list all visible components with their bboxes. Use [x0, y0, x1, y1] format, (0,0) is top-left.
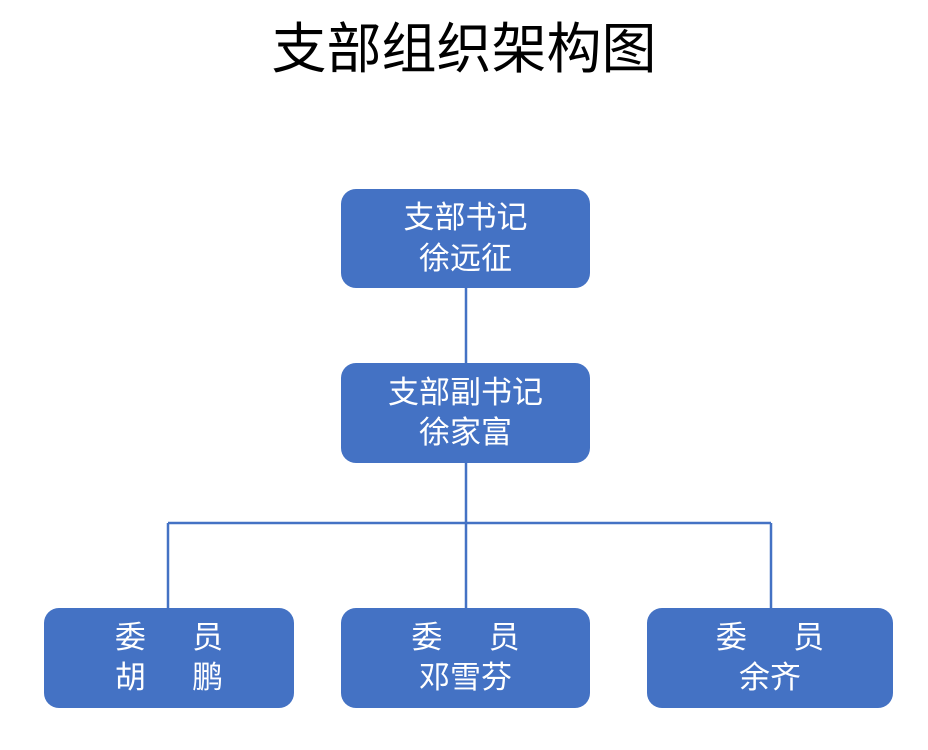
node-member-1-role: 委 员 — [114, 619, 243, 655]
node-member-1-name: 胡 鹏 — [114, 660, 243, 695]
node-deputy-secretary[interactable]: 支部副书记 徐家富 — [341, 363, 590, 463]
node-deputy-secretary-role: 支部副书记 — [388, 374, 543, 410]
node-secretary-role: 支部书记 — [403, 200, 528, 236]
node-secretary[interactable]: 支部书记 徐远征 — [341, 189, 590, 288]
page-title: 支部组织架构图 — [271, 19, 657, 80]
node-secretary-name: 徐远征 — [419, 240, 512, 276]
node-member-3[interactable]: 委 员 余齐 — [647, 608, 893, 708]
node-member-3-name: 余齐 — [739, 660, 801, 695]
node-member-1[interactable]: 委 员 胡 鹏 — [44, 608, 294, 708]
node-deputy-secretary-name: 徐家富 — [419, 415, 512, 450]
node-member-2[interactable]: 委 员 邓雪芬 — [341, 608, 590, 708]
node-member-3-role: 委 员 — [715, 619, 844, 655]
node-member-2-role: 委 员 — [411, 619, 539, 655]
node-member-2-name: 邓雪芬 — [419, 660, 512, 695]
